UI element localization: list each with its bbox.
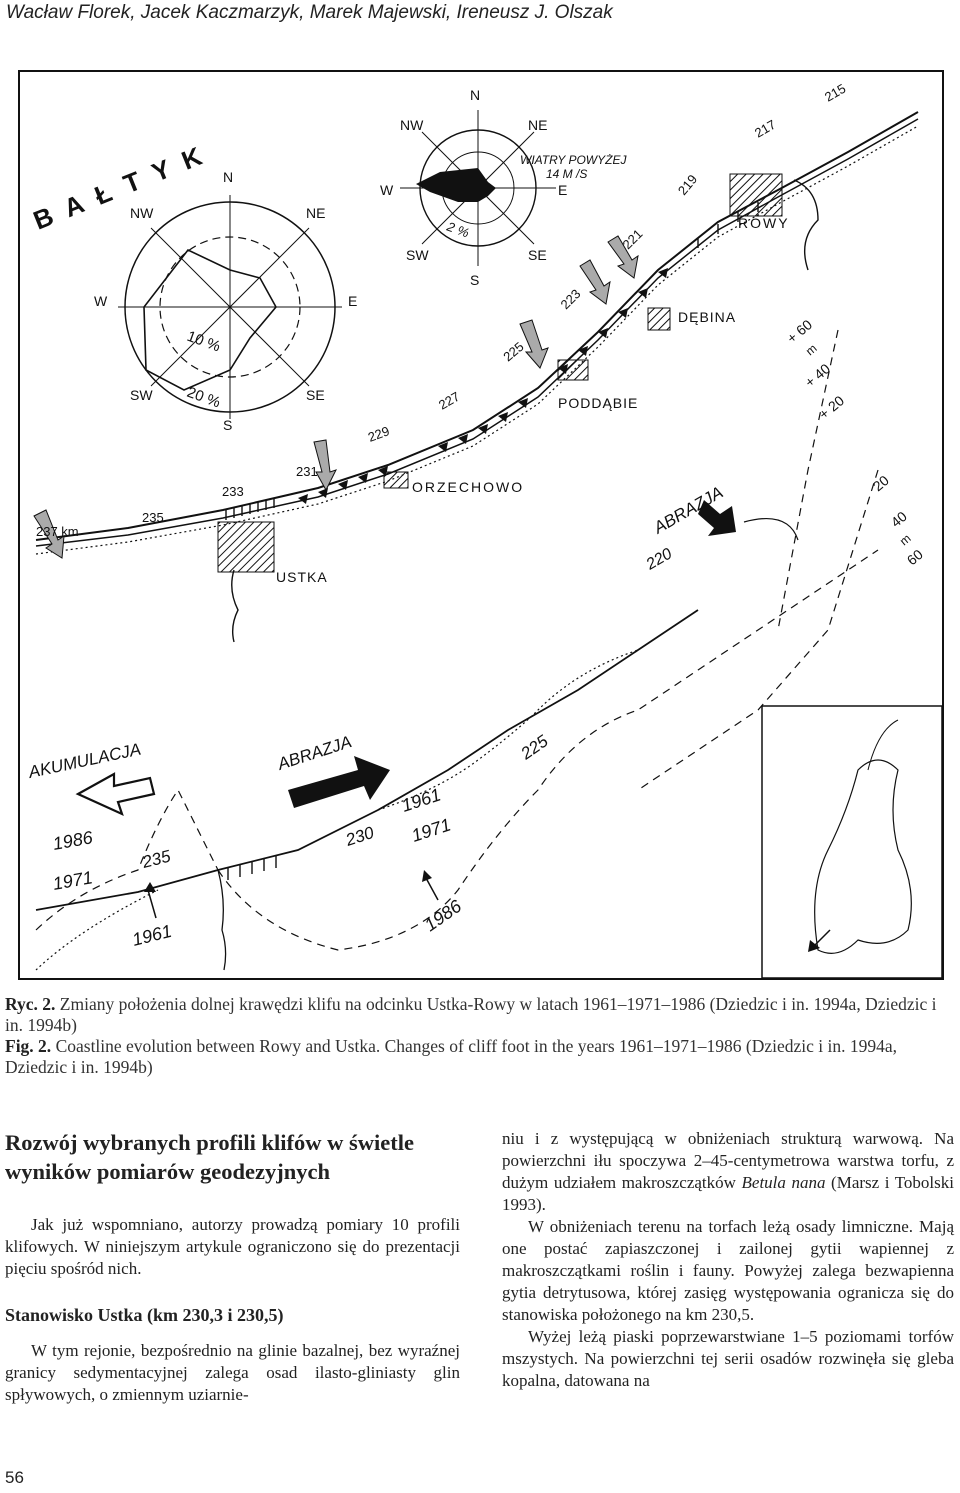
svg-text:220: 220 [643, 545, 676, 574]
caption-polish: Ryc. 2. Zmiany położenia dolnej krawędzi… [5, 994, 937, 1035]
svg-text:237 km: 237 km [36, 524, 79, 539]
svg-text:10 %: 10 % [185, 328, 223, 356]
svg-text:S: S [223, 417, 232, 433]
svg-text:m: m [803, 341, 820, 358]
svg-text:1961: 1961 [130, 921, 174, 950]
caption-english: Fig. 2. Coastline evolution between Rowy… [5, 1036, 898, 1077]
svg-text:NE: NE [528, 117, 547, 133]
figure-coastline-map: B A Ł T Y K N NE E SE S SW W NW 10 % 20 … [18, 70, 944, 980]
svg-text:235: 235 [142, 510, 164, 525]
svg-text:233: 233 [222, 484, 244, 499]
svg-text:NW: NW [400, 117, 424, 133]
svg-text:SW: SW [130, 387, 153, 403]
svg-text:+ 20: + 20 [816, 392, 848, 422]
svg-text:235: 235 [139, 846, 173, 872]
svg-text:SE: SE [306, 387, 325, 403]
svg-text:NW: NW [130, 205, 154, 221]
upper-abrazja: ABRAZJA 220 [643, 483, 799, 574]
svg-text:1971: 1971 [51, 867, 94, 894]
svg-text:230: 230 [342, 823, 376, 850]
section-heading: Rozwój wybranych profili klifów w świetl… [5, 1130, 414, 1184]
left-column: Rozwój wybranych profili klifów w świetl… [5, 1128, 460, 1406]
svg-text:20 %: 20 % [185, 384, 223, 412]
svg-text:227: 227 [436, 389, 462, 413]
svg-text:AKUMULACJA: AKUMULACJA [26, 740, 143, 783]
svg-text:N: N [470, 87, 480, 103]
svg-text:219: 219 [675, 172, 700, 198]
inset-map-baltic [761, 705, 943, 979]
svg-text:DĘBINA: DĘBINA [678, 309, 736, 325]
svg-text:SE: SE [528, 247, 547, 263]
svg-text:ABRAZJA: ABRAZJA [274, 732, 354, 774]
svg-text:S: S [470, 272, 479, 288]
paragraph-intro: Jak już wspomniano, autorzy prowadzą pom… [5, 1215, 460, 1278]
svg-text:225: 225 [500, 339, 526, 364]
figure-frame [18, 70, 944, 980]
svg-text:223: 223 [558, 286, 584, 312]
running-header: Wacław Florek, Jacek Kaczmarzyk, Marek M… [6, 2, 613, 23]
svg-text:PODDĄBIE: PODDĄBIE [558, 395, 638, 411]
svg-text:14 M /S: 14 M /S [546, 167, 587, 181]
svg-text:+ 40: + 40 [802, 360, 834, 390]
svg-text:217: 217 [752, 117, 778, 141]
wind-rose-1: N NE E SE S SW W NW 10 % 20 % [94, 169, 357, 433]
svg-text:1971: 1971 [409, 814, 453, 845]
paragraph-sands: Wyżej leżą piaski poprzewarstwiane 1–5 p… [502, 1327, 954, 1390]
towns: ROWY DĘBINA PODDĄBIE ORZECHOWO USTKA [217, 173, 819, 643]
svg-text:E: E [348, 293, 357, 309]
lower-section: AKUMULACJA ABRAZJA 225 230 235 1986 1971… [26, 549, 879, 971]
svg-text:NE: NE [306, 205, 325, 221]
paragraph-ustka: W tym rejonie, bezpośrednio na glinie ba… [5, 1341, 460, 1404]
svg-text:m: m [897, 531, 914, 548]
svg-text:E: E [558, 182, 567, 198]
svg-text:1961: 1961 [399, 784, 443, 815]
svg-text:229: 229 [366, 423, 392, 445]
paragraph-continued: niu i z występującą w obniżeniach strukt… [502, 1129, 954, 1214]
figure-caption: Ryc. 2. Zmiany położenia dolnej krawędzi… [5, 994, 953, 1078]
svg-text:40: 40 [888, 508, 910, 530]
svg-text:1986: 1986 [421, 895, 466, 935]
page-number: 56 [5, 1468, 24, 1487]
map-svg: B A Ł T Y K N NE E SE S SW W NW 10 % 20 … [18, 70, 944, 980]
svg-text:ORZECHOWO: ORZECHOWO [412, 479, 524, 495]
svg-text:SW: SW [406, 247, 429, 263]
svg-text:215: 215 [822, 81, 848, 105]
svg-text:1986: 1986 [51, 827, 95, 854]
svg-text:20: 20 [870, 472, 892, 494]
subsection-heading-ustka: Stanowisko Ustka (km 230,3 i 230,5) [5, 1305, 284, 1325]
right-column: niu i z występującą w obniżeniach strukt… [502, 1128, 954, 1392]
wind-rose-2: N NE E SE S SW W NW 2 % WIATRY POWYŻEJ 1… [380, 87, 627, 288]
paragraph-limnic: W obniżeniach terenu na torfach leżą osa… [502, 1217, 954, 1324]
svg-text:N: N [223, 169, 233, 185]
svg-text:ROWY: ROWY [738, 215, 790, 231]
svg-text:WIATRY POWYŻEJ: WIATRY POWYŻEJ [520, 153, 627, 167]
sea-label: B A Ł T Y K [29, 139, 210, 235]
svg-text:60: 60 [904, 546, 926, 568]
svg-text:231: 231 [296, 464, 318, 479]
svg-text:225: 225 [517, 731, 552, 764]
svg-text:W: W [380, 182, 394, 198]
svg-text:W: W [94, 293, 108, 309]
svg-text:USTKA: USTKA [276, 569, 328, 585]
